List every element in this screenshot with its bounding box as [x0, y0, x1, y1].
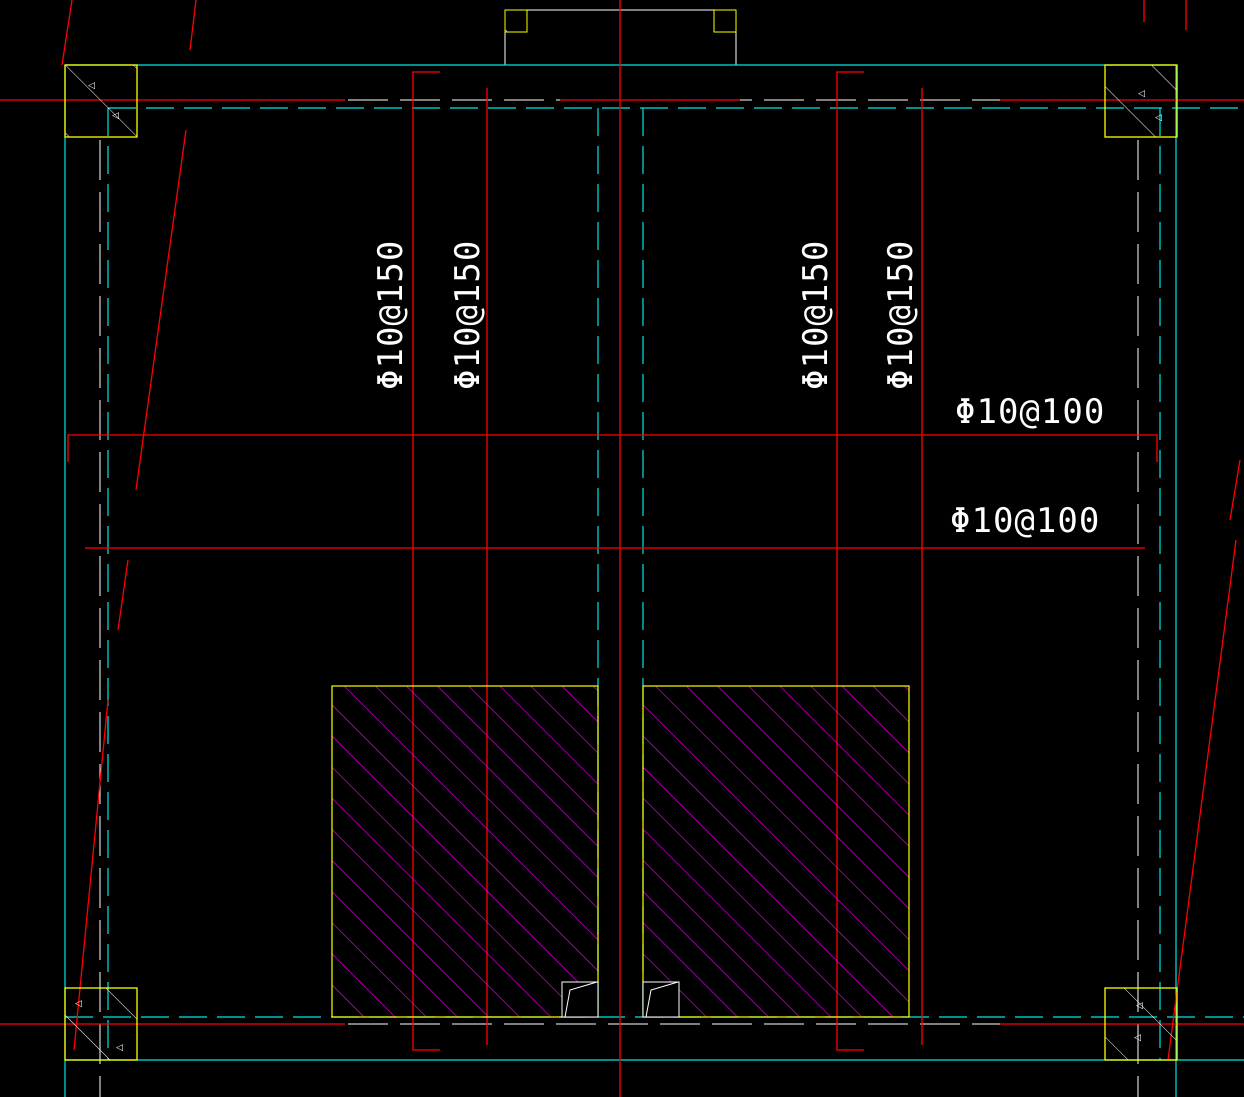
rebar-label-h2: Φ10@100	[950, 501, 1100, 541]
svg-text:◁: ◁	[1134, 1033, 1141, 1043]
door-swing-icon	[645, 981, 679, 1018]
rebar-label-v4: Φ10@150	[881, 240, 921, 390]
column-bottom-left: ◁ ◁	[64, 987, 138, 1061]
svg-text:◁: ◁	[88, 81, 95, 91]
column-top-left: ◁ ◁	[64, 64, 138, 138]
svg-text:◁: ◁	[116, 1043, 123, 1053]
rebar-label-v1: Φ10@150	[371, 240, 411, 390]
door-swing-icon	[564, 981, 598, 1018]
column-bottom-right: ◁ ◁	[1104, 987, 1178, 1061]
rebar-label-h1: Φ10@100	[955, 392, 1105, 432]
axis-lines	[64, 64, 1244, 1097]
svg-text:◁: ◁	[1138, 89, 1145, 99]
column-top-right: ◁ ◁	[1104, 64, 1178, 138]
hatched-opening-right	[642, 685, 910, 1018]
svg-text:◁: ◁	[112, 111, 119, 121]
svg-text:◁: ◁	[1155, 113, 1162, 123]
hatched-opening-left	[331, 685, 599, 1018]
rebar-label-v3: Φ10@150	[796, 240, 836, 390]
svg-text:◁: ◁	[75, 999, 82, 1009]
rebar-label-v2: Φ10@150	[448, 240, 488, 390]
svg-text:◁: ◁	[1136, 1001, 1143, 1011]
